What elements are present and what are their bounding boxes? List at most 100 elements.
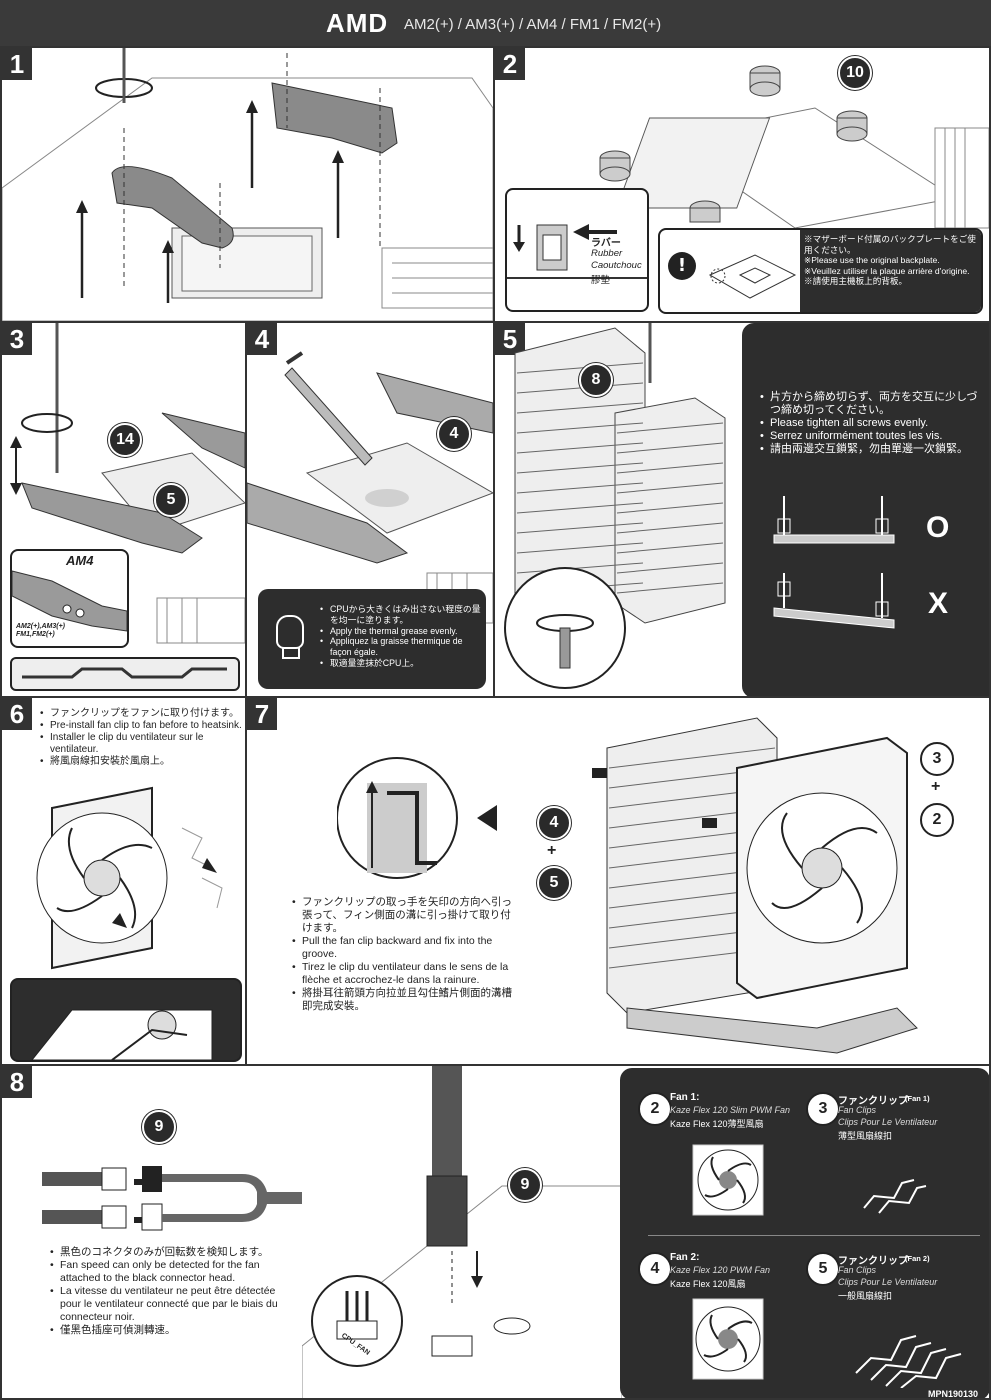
tip-jp: CPUから大きくはみ出さない程度の量を均一に塗ります。 (320, 604, 482, 626)
am-other-label: AM2(+),AM3(+) FM1,FM2(+) (16, 623, 66, 638)
tip-zh: 取適量塗抹於CPU上。 (320, 658, 482, 669)
step-number: 7 (247, 698, 277, 730)
parts-list-panel: 2 Fan 1: Kaze Flex 120 Slim PWM Fan Kaze… (620, 1068, 989, 1398)
motherboard-header-illustration (302, 1066, 622, 1398)
part-line-fr: Clips Pour Le Ventilateur (838, 1277, 938, 1287)
ng-mark: X (928, 587, 949, 620)
grease-tip-box: CPUから大きくはみ出さない程度の量を均一に塗ります。 Apply the th… (258, 589, 486, 689)
header-bar: AMD AM2(+) / AM3(+) / AM4 / FM1 / FM2(+) (0, 0, 991, 46)
tighten-en: Please tighten all screws evenly. (760, 417, 985, 430)
part-item-clip-2: 5 ファンクリップ (Fan 2) Fan Clips Clips Pour L… (806, 1250, 986, 1395)
bracket-side-box (10, 657, 240, 691)
mount-zh: 將掛耳往箭頭方向拉並且勾住鰭片側面的溝槽即完成安裝。 (292, 987, 517, 1013)
part-line-en: Fan Clips (838, 1265, 877, 1275)
step-5-panel: 5 8 片方から締め切らず、両方を交互に少しづつ締め切ってください。 Pleas… (493, 321, 991, 698)
lightbulb-base (282, 647, 300, 659)
grease-tip-list: CPUから大きくはみ出さない程度の量を均一に塗ります。 Apply the th… (320, 604, 482, 669)
warning-line-jp: ※マザーボード付属のバックプレートをご使用ください。 (804, 234, 976, 255)
bracket-profile-drawing (22, 667, 227, 679)
step-6-panel: 6 ファンクリップをファンに取り付けます。 Pre-install fan cl… (0, 696, 247, 1066)
step-3-panel: 3 14 5 AM4 AM2(+),AM3(+) FM1,FM2(+) (0, 321, 247, 698)
tighten-zh: 請由兩邊交互鎖緊，勿由單邊一次鎖緊。 (760, 443, 985, 456)
tip-en: Apply the thermal grease evenly. (320, 626, 482, 637)
part-callout-5: 5 (537, 866, 571, 900)
rubber-label-fr: Caoutchouc (591, 260, 642, 271)
part-subtitle: (Fan 2) (905, 1254, 930, 1263)
tighten-jp: 片方から締め切らず、両方を交互に少しづつ締め切ってください。 (760, 391, 985, 417)
hand-clip-drawing (31, 1009, 213, 1060)
part-subtitle: (Fan 1) (905, 1094, 930, 1103)
socket-list: AM2(+) / AM3(+) / AM4 / FM1 / FM2(+) (404, 16, 662, 33)
fan-mount-note-list: ファンクリップの取っ手を矢印の方向へ引っ張って、フィン側面の溝に引っ掛けて取り付… (292, 896, 517, 1013)
parts-callout-5: 5 (806, 1252, 840, 1286)
step-number: 5 (495, 323, 525, 355)
part-callout-2: 2 (920, 803, 954, 837)
part-item-fan-1: 2 Fan 1: Kaze Flex 120 Slim PWM Fan Kaze… (638, 1090, 808, 1230)
warning-line-en: ※Please use the original backplate. (804, 255, 940, 266)
fan-clip-note-list: ファンクリップをファンに取り付けます。 Pre-install fan clip… (40, 708, 245, 768)
fan-clip-icon (863, 1179, 927, 1214)
part-callout-9-board: 9 (508, 1168, 542, 1202)
speed-zh: 僅黑色插座可偵測轉速。 (50, 1324, 295, 1337)
part-title: ファンクリップ (838, 1256, 908, 1267)
parts-callout-3: 3 (806, 1092, 840, 1126)
tighten-note-panel: 片方から締め切らず、両方を交互に少しづつ締め切ってください。 Please ti… (742, 323, 989, 696)
step-number: 4 (247, 323, 277, 355)
ok-mark: O (926, 511, 950, 544)
step-4-illustration (247, 351, 493, 624)
part-title: ファンクリップ (838, 1096, 908, 1107)
part-line-zh: Kaze Flex 120薄型風扇 (670, 1119, 764, 1129)
step-4-panel: 4 4 CPUから大きくはみ出さない程度の量を均一に塗ります。 Apply th… (245, 321, 495, 698)
step-1-panel: 1 (0, 46, 495, 323)
part-callout-9: 9 (142, 1110, 176, 1144)
cooler-assembly-illustration (592, 717, 918, 1054)
plus-sign-left: + (547, 842, 557, 859)
part-item-fan-2: 4 Fan 2: Kaze Flex 120 PWM Fan Kaze Flex… (638, 1250, 808, 1395)
tighten-note-list: 片方から締め切らず、両方を交互に少しづつ締め切ってください。 Please ti… (760, 391, 985, 456)
clip-detail-box (10, 978, 242, 1062)
part-line-en: Kaze Flex 120 Slim PWM Fan (670, 1105, 791, 1115)
step-8-panel: 8 9 黒色のコネクタのみが回転数を検知します。 Fan speed can o… (0, 1064, 991, 1400)
step-number: 6 (2, 698, 32, 730)
mount-en: Pull the fan clip backward and fix into … (292, 935, 517, 961)
rubber-washer-drawing (507, 224, 647, 279)
clip-groove-detail (337, 757, 497, 879)
rubber-detail-box: ラバー Rubber Caoutchouc 膠墊 (505, 188, 649, 312)
mount-fr: Tirez le clip du ventilateur dans le sen… (292, 961, 517, 987)
part-callout-4: 4 (437, 417, 471, 451)
rubber-label-zh: 膠墊 (591, 275, 611, 286)
even-tighten-diagram (773, 496, 895, 544)
fan-clip-set-icon (855, 1335, 962, 1388)
mount-jp: ファンクリップの取っ手を矢印の方向へ引っ張って、フィン側面の溝に引っ掛けて取り付… (292, 896, 517, 935)
part-line-zh: Kaze Flex 120風扇 (670, 1279, 746, 1289)
warning-text-block: ※マザーボード付属のバックプレートをご使用ください。 ※Please use t… (800, 230, 981, 312)
part-callout-10: 10 (838, 56, 872, 90)
part-callout-8: 8 (579, 363, 613, 397)
am4-label: AM4 (66, 553, 94, 568)
note-zh: 將風扇線扣安裝於風扇上。 (40, 756, 245, 768)
part-line-zh: 薄型風扇線扣 (838, 1131, 893, 1141)
part-title: Fan 2: (670, 1252, 700, 1263)
splitter-cable-illustration (42, 1166, 302, 1231)
part-line-zh: 一般風扇線扣 (838, 1291, 893, 1301)
part-line-fr: Clips Pour Le Ventilateur (838, 1117, 938, 1127)
part-callout-4: 4 (537, 806, 571, 840)
rubber-label-en: Rubber (591, 248, 623, 259)
step-number: 8 (2, 1066, 32, 1098)
part-item-clip-1: 3 ファンクリップ (Fan 1) Fan Clips Clips Pour L… (806, 1090, 986, 1230)
speed-en: Fan speed can only be detected for the f… (50, 1259, 295, 1285)
tighten-fr: Serrez uniformément toutes les vis. (760, 430, 985, 443)
step-2-panel: 2 10 ラバー Rubber Caoutchouc 膠墊 ! ※マ (493, 46, 991, 323)
step-number: 3 (2, 323, 32, 355)
part-line-en: Kaze Flex 120 PWM Fan (670, 1265, 771, 1275)
fan-speed-note-list: 黒色のコネクタのみが回転数を検知します。 Fan speed can only … (50, 1246, 295, 1337)
speed-jp: 黒色のコネクタのみが回転数を検知します。 (50, 1246, 295, 1259)
am4-detail-box: AM4 AM2(+),AM3(+) FM1,FM2(+) (10, 549, 129, 648)
parts-callout-2: 2 (638, 1092, 672, 1126)
part-callout-3: 3 (920, 742, 954, 776)
step-number: 2 (495, 48, 525, 80)
part-title: Fan 1: (670, 1092, 700, 1103)
uneven-tighten-diagram (773, 573, 895, 629)
note-jp: ファンクリップをファンに取り付けます。 (40, 708, 245, 720)
parts-divider (648, 1235, 980, 1236)
